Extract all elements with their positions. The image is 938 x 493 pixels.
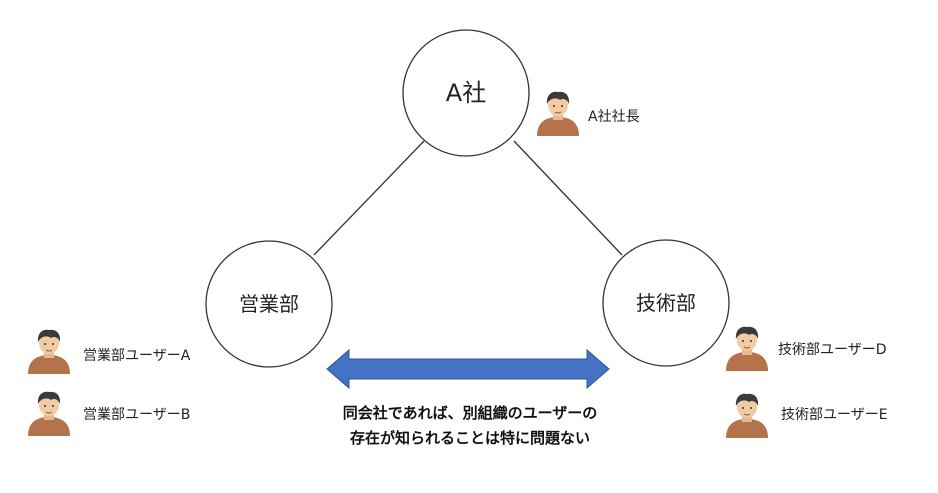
person-icon	[27, 329, 71, 375]
node-engineering: 技術部	[602, 239, 730, 367]
person-icon	[536, 91, 580, 137]
double-arrow	[326, 348, 610, 390]
user-label-sales-a: 営業部ユーザーA	[83, 348, 191, 364]
user-label-president: A社社長	[588, 109, 640, 125]
user-label-sales-b: 営業部ユーザーB	[83, 407, 190, 423]
user-label-eng-e: 技術部ユーザーE	[781, 407, 888, 423]
node-engineering-label: 技術部	[636, 291, 696, 315]
node-company-label: A社	[446, 79, 486, 107]
node-sales: 営業部	[205, 240, 333, 368]
line-company-sales	[313, 140, 425, 256]
caption-line-1: 同会社であれば、別組織のユーザーの	[343, 404, 598, 422]
node-company: A社	[402, 29, 530, 157]
caption-line-2: 存在が知られることは特に問題ない	[350, 429, 590, 447]
node-sales-label: 営業部	[239, 292, 299, 316]
user-label-eng-d: 技術部ユーザーD	[778, 342, 887, 358]
person-icon	[725, 393, 769, 439]
line-company-engineering	[513, 140, 623, 256]
person-icon	[27, 391, 71, 437]
person-icon	[725, 326, 769, 372]
